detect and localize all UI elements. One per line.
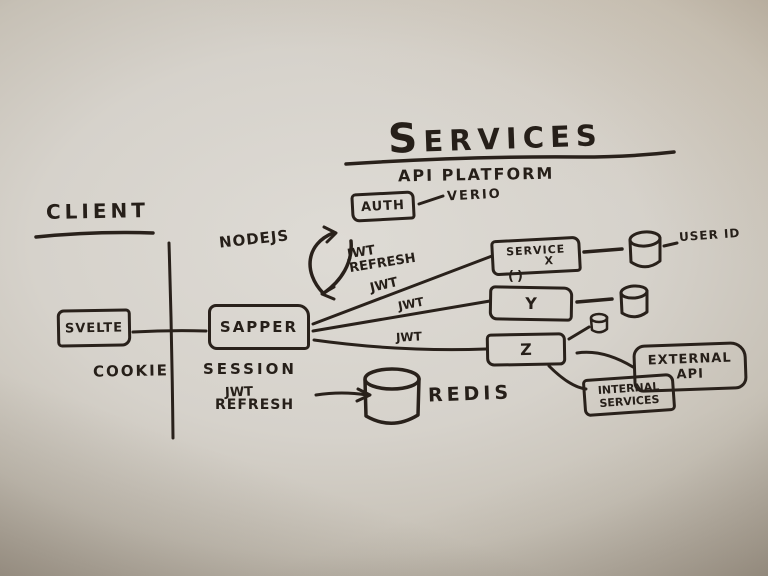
sapper-box-label: SAPPER [219,318,299,336]
verio-label: VERIO [446,186,503,205]
service-z-label: Z [520,339,532,360]
y-db-cylinder-body [619,289,649,319]
parens-label: () [508,269,526,284]
service-y-label: Y [525,293,537,314]
redis-cylinder-top [363,367,421,391]
internal-services-label-line2: SERVICES [599,392,660,411]
session-redis-arrow [314,391,369,397]
svelte-box-label: SVELTE [64,319,124,337]
servicez-cylinder-stub [567,325,591,341]
services-title: SERVICES [387,113,604,163]
external-api-label-line1: EXTERNAL [647,350,732,369]
internal-services-box: INTERNAL SERVICES [581,372,677,418]
refresh-cycle-arc-left [308,231,335,295]
sapper-servicez-line [312,338,488,352]
service-z-box: Z [485,332,567,367]
service-x-label-line2: X [544,254,555,268]
session-refresh-label: REFRESH [215,397,295,413]
redis-label: REDIS [427,381,513,407]
client-underline [34,230,155,239]
sapper-servicey-line [311,299,492,333]
client-heading: CLIENT [45,198,150,224]
service-x-box: SERVICE X [490,235,582,277]
refresh-cycle-arrowhead-top [322,225,338,244]
services-underline [344,150,676,166]
y-db-cylinder-top [619,284,649,300]
servicey-db-dash [575,297,614,304]
sapper-box: SAPPER [208,304,310,350]
servicez-externalapi-line [575,350,635,369]
z-small-cylinder-body [589,315,609,334]
refresh-cycle-arrowhead-bottom [320,285,336,301]
z-small-cylinder-top [589,312,609,324]
user-db-cylinder-body [628,236,662,269]
svelte-box: SVELTE [56,308,132,348]
cookie-label: COOKIE [92,361,170,381]
external-api-label-line2: API [676,366,705,383]
service-y-box: Y [488,285,574,322]
auth-box-label: AUTH [360,197,406,216]
user-db-cylinder-top [628,230,662,248]
session-redis-arrowhead [355,387,372,403]
service-x-label-line1: SERVICE [505,242,566,259]
servicex-db-dash [582,247,624,254]
boundary-vertical-line [167,241,175,440]
servicez-internalservices-curve [547,364,588,391]
svelte-sapper-connector [131,329,208,334]
session-label: SESSION [203,360,297,378]
redis-cylinder-body [363,377,421,425]
db-userid-dash [662,241,679,248]
sapper-servicex-line [311,254,494,326]
auth-box: AUTH [350,190,416,223]
auth-verio-slash [417,194,445,206]
jwt-edge-label-z: JWT [395,329,423,345]
api-platform-label: API PLATFORM [397,163,555,186]
